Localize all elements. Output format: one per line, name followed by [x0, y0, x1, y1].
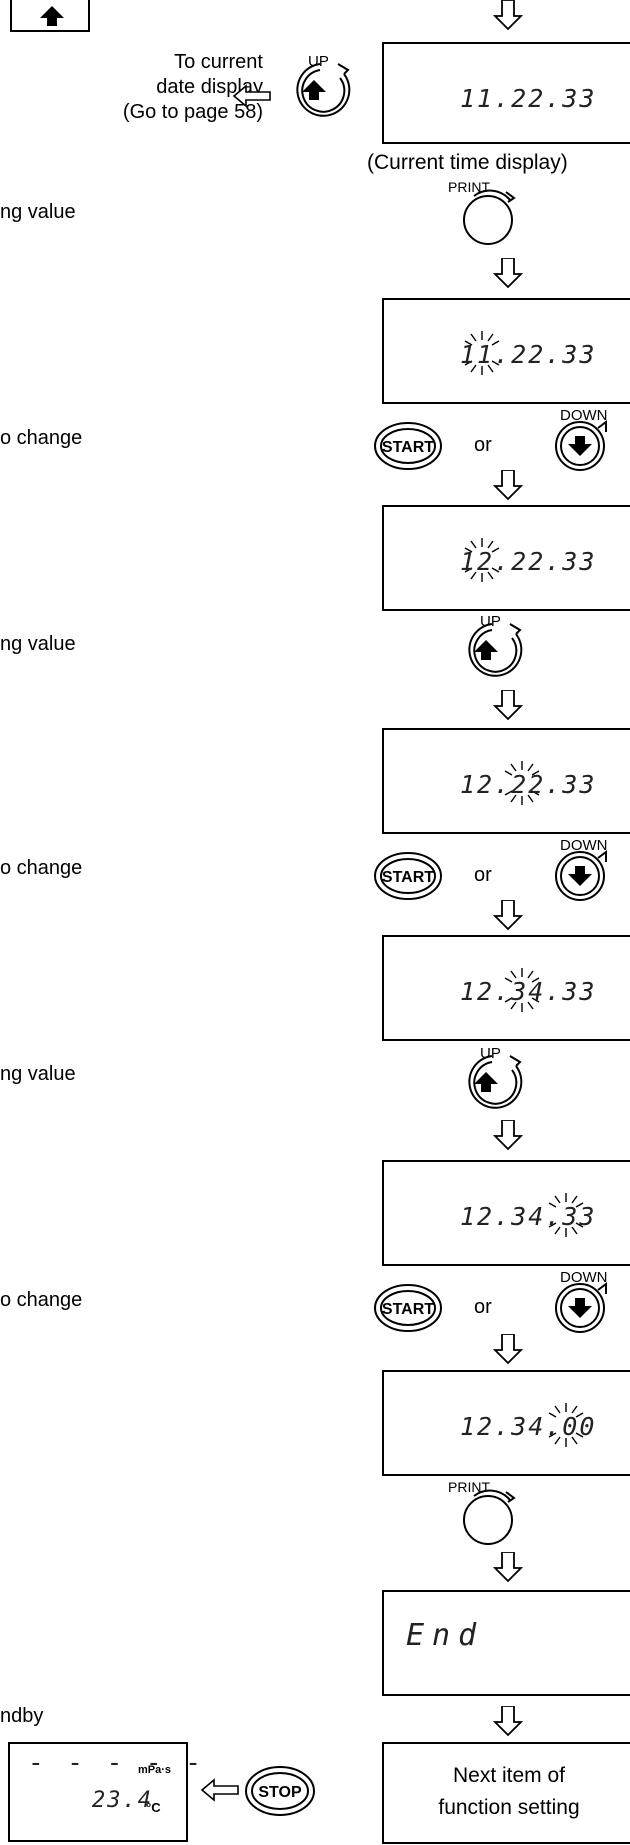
next-item-box: Next item of function setting [382, 1742, 630, 1844]
display-minute-blink-2: 12.34.33 [382, 935, 630, 1041]
stop-button[interactable]: STOP [242, 1764, 318, 1818]
down-button[interactable]: DOWN [528, 836, 628, 904]
display-second-blink-2: 12.34.00 [382, 1370, 630, 1476]
flow-arrow-icon [494, 1552, 522, 1582]
flow-arrow-icon [494, 1706, 522, 1736]
side-text-7: ndby [0, 1705, 44, 1727]
side-text-6: o change [0, 1289, 83, 1311]
print-button[interactable]: PRINT [444, 178, 536, 250]
or-label: or [474, 434, 492, 456]
or-label: or [474, 864, 492, 886]
start-button[interactable]: START [372, 420, 444, 472]
svg-text:START: START [382, 1301, 434, 1318]
print-button[interactable]: PRINT [444, 1478, 536, 1550]
down-button[interactable]: DOWN [528, 1268, 628, 1336]
standby-display: - - - - - mPa·s 23.4 °C [8, 1742, 201, 1842]
left-arrow-icon [200, 1778, 239, 1802]
side-text-3: ng value [0, 633, 76, 655]
display-minute-blink-1: 12.22.33 [382, 728, 630, 834]
up-key-box [10, 0, 90, 32]
side-text-1: ng value [0, 201, 76, 223]
display-hour-blink-2: 12.22.33 [382, 505, 630, 611]
up-button[interactable]: UP [446, 1044, 538, 1116]
display-hour-blink-1: 11.22.33 [382, 298, 630, 404]
flow-arrow-icon [494, 470, 522, 500]
flow-arrow-icon [494, 1120, 522, 1150]
svg-text:UP: UP [308, 53, 329, 70]
svg-text:DOWN: DOWN [560, 1269, 608, 1286]
svg-text:UP: UP [480, 613, 501, 630]
svg-text:START: START [382, 869, 434, 886]
flow-arrow-icon [494, 900, 522, 930]
left-arrow-icon [232, 84, 271, 108]
side-text-2: o change [0, 427, 83, 449]
flow-arrow-icon [494, 1334, 522, 1364]
display-current-time: 11.22.33 [382, 42, 630, 144]
svg-text:PRINT: PRINT [448, 179, 490, 195]
start-button[interactable]: START [372, 1282, 444, 1334]
flow-arrow-icon [494, 690, 522, 720]
flow-arrow-icon [494, 0, 522, 30]
display-end: End [382, 1590, 630, 1696]
side-text-4: o change [0, 857, 83, 879]
flow-arrow-icon [494, 258, 522, 288]
svg-text:START: START [382, 439, 434, 456]
down-button[interactable]: DOWN [528, 406, 628, 474]
display-second-blink-1: 12.34.33 [382, 1160, 630, 1266]
svg-text:PRINT: PRINT [448, 1479, 490, 1495]
caption-current-time: (Current time display) [367, 151, 568, 174]
svg-text:UP: UP [480, 1045, 501, 1062]
start-button[interactable]: START [372, 850, 444, 902]
svg-text:DOWN: DOWN [560, 837, 608, 854]
svg-text:STOP: STOP [258, 1784, 302, 1801]
side-text-5: ng value [0, 1063, 76, 1085]
goto-date-text: To current date display (Go to page 58) [122, 51, 263, 123]
up-button[interactable]: UP [274, 52, 366, 122]
or-label: or [474, 1296, 492, 1318]
up-button[interactable]: UP [446, 612, 538, 684]
up-arrow-icon [40, 6, 64, 26]
svg-text:DOWN: DOWN [560, 407, 608, 424]
